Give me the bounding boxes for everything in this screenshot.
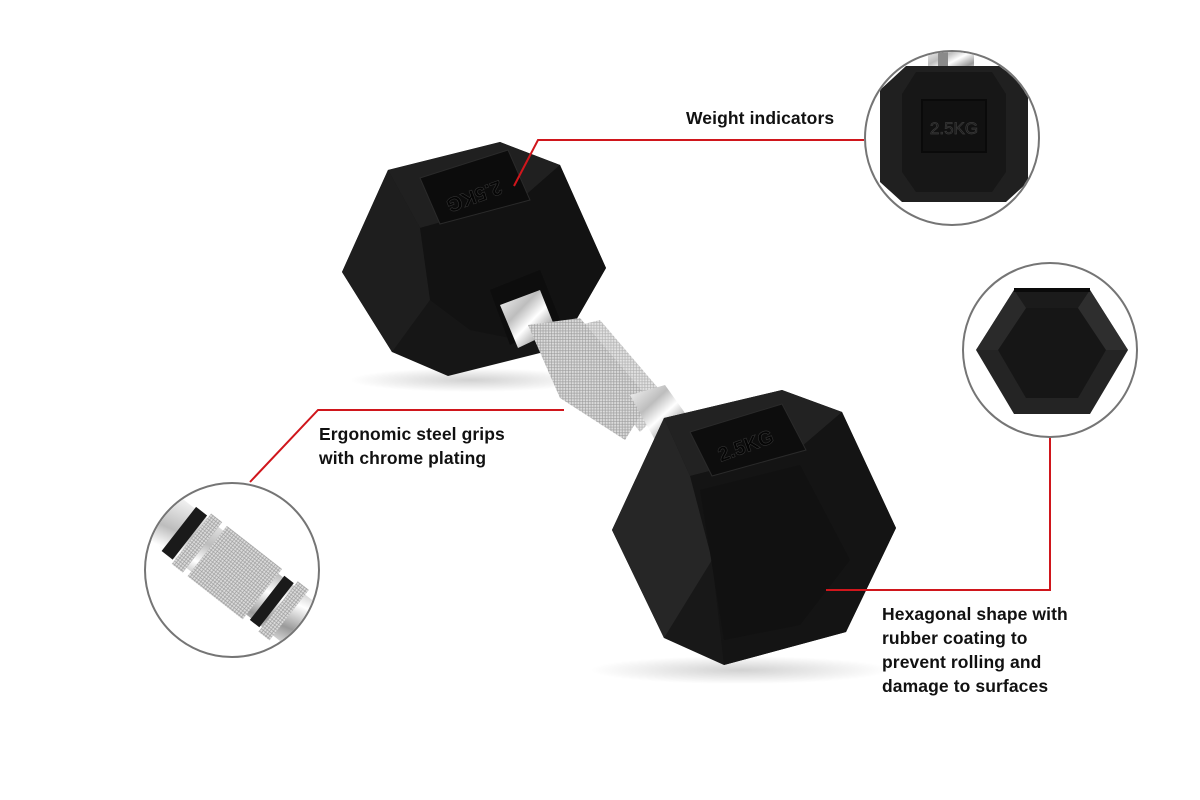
callout-text: damage to surfaces <box>882 676 1049 696</box>
weight-plate-closeup-label: 2.5KG <box>930 119 978 138</box>
callout-text: Ergonomic steel grips <box>319 424 505 444</box>
callout-text: with chrome plating <box>319 448 487 468</box>
callout-hexagonal-shape: Hexagonal shape with rubber coating to p… <box>882 602 1068 698</box>
leader-line-weight <box>513 139 864 187</box>
weight-plate-closeup-art: 2.5KG <box>880 52 1028 202</box>
weight-plate-closeup: 2.5KG <box>864 50 1040 226</box>
knurled-handle-closeup-art <box>146 491 318 653</box>
callout-steel-grips: Ergonomic steel grips with chrome platin… <box>319 422 505 470</box>
back-weight-head: 2.5KG <box>342 142 606 376</box>
callout-text: prevent rolling and <box>882 652 1042 672</box>
leader-lines <box>249 139 1051 591</box>
hexagon-end-closeup <box>962 262 1138 438</box>
callout-text: Weight indicators <box>686 108 835 128</box>
leader-line-hexagon <box>826 436 1051 591</box>
callout-weight-indicators: Weight indicators <box>686 106 834 130</box>
callout-text: rubber coating to <box>882 628 1028 648</box>
callout-text: Hexagonal shape with <box>882 604 1068 624</box>
hexagon-end-closeup-art <box>976 288 1128 414</box>
leader-line-grips <box>249 409 564 483</box>
chrome-handle <box>490 270 690 440</box>
front-weight-head: 2.5KG <box>612 390 896 665</box>
knurled-handle-closeup <box>144 482 320 658</box>
